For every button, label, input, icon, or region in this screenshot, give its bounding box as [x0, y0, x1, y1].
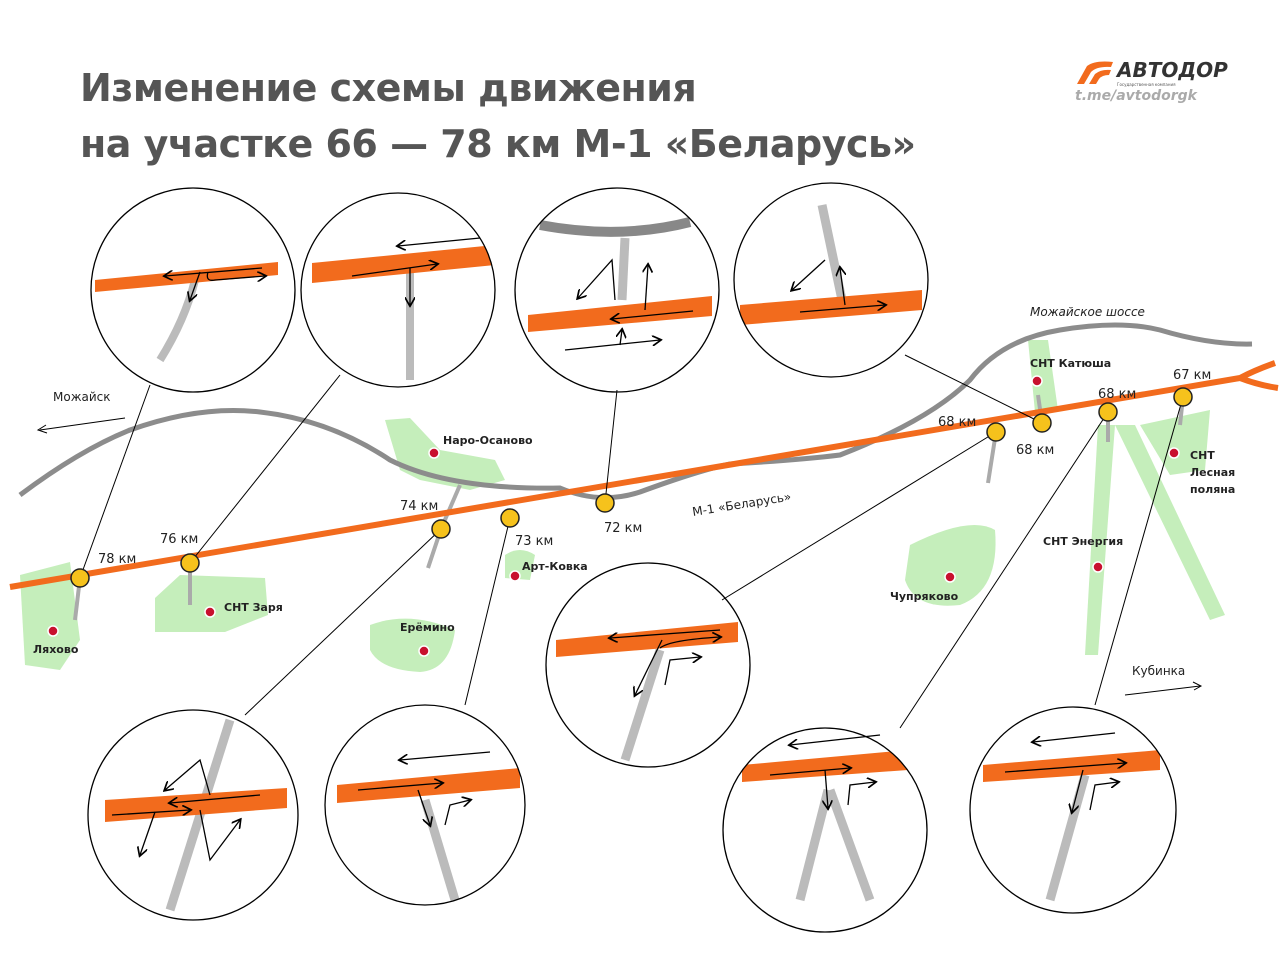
green-areas [20, 340, 1225, 672]
km-marker[interactable] [70, 568, 90, 588]
km-label: 68 км [1098, 387, 1136, 402]
place-label: поляна [1190, 483, 1235, 496]
km-marker[interactable] [986, 422, 1006, 442]
km-marker[interactable] [1032, 413, 1052, 433]
title-line-2: на участке 66 — 78 км М-1 «Беларусь» [80, 122, 916, 166]
km-marker[interactable] [180, 553, 200, 573]
km-label: 76 км [160, 532, 198, 547]
km-marker[interactable] [1098, 402, 1118, 422]
km-marker[interactable] [500, 508, 520, 528]
callout-lines [79, 354, 1184, 729]
place-label: Наро-Осаново [443, 434, 533, 447]
mozhayskoe-label: Можайское шоссе [1030, 305, 1145, 319]
mozhayskoe-highway [18, 322, 1253, 501]
arrow-left-icon [39, 417, 126, 431]
km-label: 67 км [1173, 368, 1211, 383]
detail-68km-south-b [722, 727, 928, 933]
km-marker[interactable] [595, 493, 615, 513]
place-label: СНТ Катюша [1030, 357, 1111, 370]
detail-74km-north [300, 192, 496, 388]
km-label: 72 км [604, 521, 642, 536]
km-label: 68 км [1016, 443, 1054, 458]
place-label: Арт-Ковка [522, 560, 588, 573]
detail-76km [90, 187, 296, 393]
km-marker[interactable] [1173, 387, 1193, 407]
place-label: СНТ [1190, 449, 1215, 462]
mozhaysk-label: Можайск [53, 390, 111, 404]
place-label: СНТ Заря [224, 601, 283, 614]
telegram-link[interactable]: t.me/avtodorgk [1075, 88, 1197, 104]
m1-highway [9, 360, 1279, 590]
detail-68km-south-a [545, 562, 751, 768]
km-label: 68 км [938, 415, 976, 430]
kubinka-label: Кубинка [1132, 664, 1185, 678]
km-marker[interactable] [431, 519, 451, 539]
logo-subtitle: Государственная компания [1117, 82, 1176, 87]
title-line-1: Изменение схемы движения [80, 66, 697, 110]
place-label: Ляхово [33, 643, 79, 656]
detail-73km [324, 704, 526, 906]
page-title: Изменение схемы движения на участке 66 —… [80, 60, 916, 172]
place-label: Чупряково [890, 590, 959, 603]
logo-stripes-icon [1077, 61, 1113, 84]
km-label: 73 км [515, 534, 553, 549]
detail-67km [969, 706, 1177, 914]
km-label: 74 км [400, 499, 438, 514]
arrow-right-icon [1124, 685, 1201, 696]
detail-74km-south [87, 709, 299, 921]
place-markers [47, 375, 1180, 657]
place-label: СНТ Энергия [1043, 535, 1123, 548]
place-label: Лесная [1190, 466, 1235, 479]
km-label: 78 км [98, 552, 136, 567]
m1-label: М-1 «Беларусь» [691, 490, 792, 519]
logo-name: АВТОДОР [1117, 58, 1228, 82]
km-markers [70, 387, 1193, 588]
place-label: Ерёмино [400, 621, 455, 634]
detail-72km [514, 187, 720, 393]
detail-68km-north [733, 182, 929, 378]
